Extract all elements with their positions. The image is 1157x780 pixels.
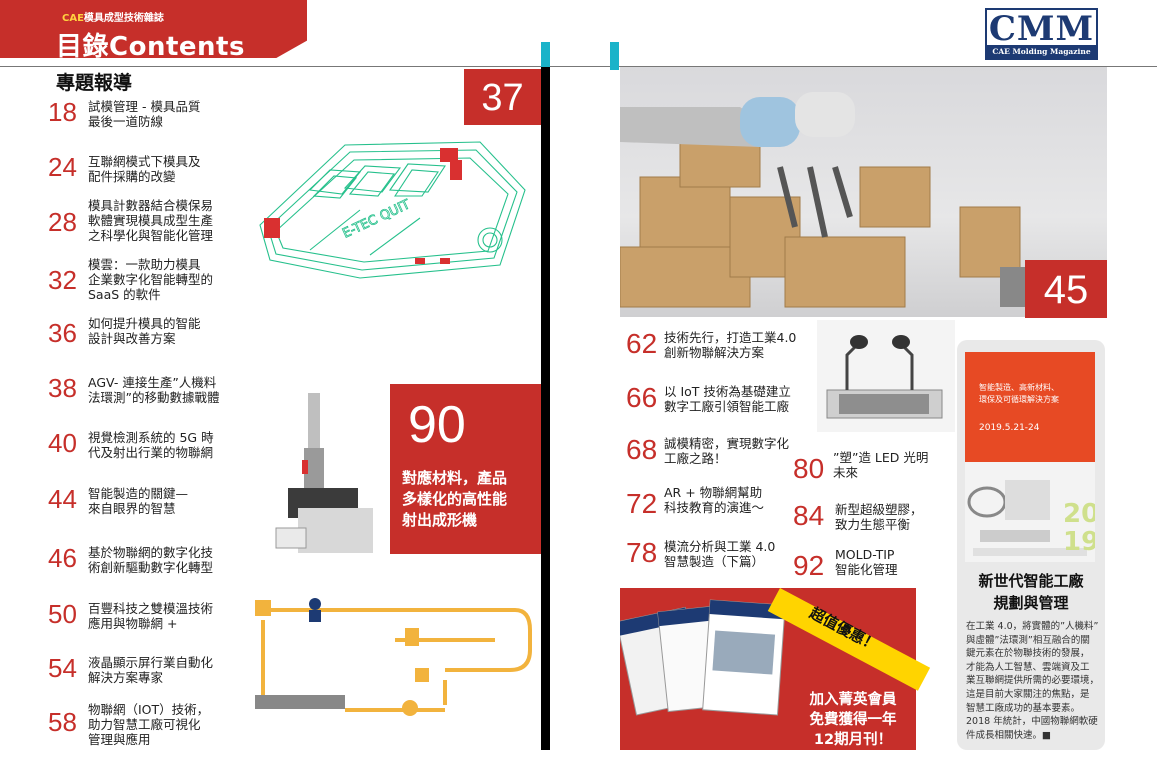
- magazine-name: CAE模具成型技術雜誌: [62, 13, 164, 24]
- toc-page-number: 92: [793, 550, 825, 581]
- cmm-logo: CMM CAE Molding Magazine: [985, 8, 1098, 60]
- toc-title: 誠模精密，實現數字化 工廠之路！: [664, 436, 790, 466]
- toc-title: 試模管理 - 模具品質 最後一道防線: [88, 99, 201, 129]
- iot-flow-diagram: [255, 598, 532, 716]
- sidebar-body: 在工業 4.0，將實體的”人機料” 與虛體”法環測”相互融合的關 鍵元素在於物聯…: [966, 621, 1100, 741]
- toc-page-number: 40: [48, 428, 77, 458]
- exhibition-poster[interactable]: 20 19 智能製造、高新材料、 環保及可循環解決方案 2019.5.21-24: [965, 352, 1099, 562]
- toc-title: 新型超級塑膠， 致力生態平衡: [835, 502, 923, 532]
- injection-machine-image: [275, 393, 373, 553]
- poster-year-2: 19: [1063, 527, 1095, 557]
- feature-90-title: 對應材料，產品 多樣化的高性能 射出成形機: [402, 469, 508, 529]
- poster-year: 20: [1063, 499, 1095, 529]
- toc-title: 以 IoT 技術為基礎建立 數字工廠引領智能工廠: [664, 384, 791, 414]
- toc-page-number: 28: [48, 207, 77, 237]
- toc-title: 如何提升模具的智能 設計與改善方案: [88, 316, 201, 346]
- toc-page-number: 18: [48, 97, 77, 127]
- toc-title: AGV- 連接生產”人機料 法環測”的移動數據戰體: [88, 375, 220, 405]
- toc-title: 模雲：一款助力模具 企業數字化智能轉型的 SaaS 的軟件: [88, 257, 214, 302]
- toc-page-number: 84: [793, 500, 825, 531]
- subscription-promo[interactable]: [620, 588, 916, 750]
- toc-page-number: 46: [48, 543, 77, 573]
- toc-title: 百豐科技之雙模溫技術 應用與物聯網 +: [88, 601, 214, 631]
- toc-title: 模流分析與工業 4.0 智慧製造（下篇）: [664, 539, 776, 569]
- toc-page-number: 62: [626, 328, 658, 359]
- page-title: 目錄Contents: [56, 32, 245, 62]
- cyan-marker-left: [541, 42, 550, 70]
- feature-37-box[interactable]: 37: [464, 69, 541, 125]
- toc-title: 物聯網（IOT）技術， 助力智慧工廠可視化 管理與應用: [88, 702, 210, 747]
- feature-90-box[interactable]: 90 對應材料，產品 多樣化的高性能 射出成形機: [390, 384, 541, 554]
- mold-drawing: E-TEC QUIT: [259, 141, 526, 279]
- toc-title: 液晶顯示屏行業自動化 解決方案專家: [88, 655, 214, 685]
- toc-page-number: 58: [48, 707, 77, 737]
- toc-title: AR + 物聯網幫助 科技教育的演進～: [664, 485, 765, 515]
- toc-title: 基於物聯網的數字化技 術創新驅動數字化轉型: [88, 545, 214, 575]
- toc-page-number: 54: [48, 653, 77, 683]
- toc-page-number: 66: [626, 382, 658, 413]
- logo-sub: CAE Molding Magazine: [987, 45, 1096, 58]
- feature-90-number: 90: [408, 396, 466, 454]
- toc-page-number: 72: [626, 488, 658, 519]
- poster-title-2: 環保及可循環解決方案: [979, 394, 1059, 404]
- led-inspection-image: [817, 320, 955, 432]
- header-rule: [0, 66, 1157, 67]
- cyan-marker-right: [610, 42, 619, 70]
- page-spine: [541, 67, 550, 750]
- toc-page-number: 38: [48, 373, 77, 403]
- toc-page-number: 68: [626, 434, 658, 465]
- sidebar-title: 新世代智能工廠 規劃與管理: [978, 572, 1084, 612]
- toc-page-number: 78: [626, 537, 658, 568]
- toc-page-number: 36: [48, 318, 77, 348]
- feature-45-box[interactable]: 45: [1025, 260, 1107, 318]
- logo-main: CMM: [988, 9, 1095, 49]
- toc-title: 視覺檢測系統的 5G 時 代及射出行業的物聯網: [88, 430, 214, 460]
- toc-title: 模具計數器結合模保易 軟體實現模具成型生產 之科學化與智能化管理: [88, 198, 214, 243]
- header-tab: [0, 0, 307, 58]
- toc-page-number: 44: [48, 484, 77, 514]
- promo-text: 加入菁英會員 免費獲得一年 12期月刊！: [809, 692, 897, 748]
- toc-title: 互聯網模式下模具及 配件採購的改變: [88, 154, 201, 184]
- toc-title: MOLD-TIP 智能化管理: [835, 547, 898, 577]
- section-title: 專題報導: [56, 72, 133, 94]
- poster-date: 2019.5.21-24: [979, 423, 1040, 433]
- toc-page-number: 32: [48, 265, 77, 295]
- poster-title-1: 智能製造、高新材料、: [979, 382, 1059, 392]
- toc-title: 技術先行，打造工業4.0 創新物聯解決方案: [664, 330, 797, 360]
- toc-title: 智能製造的關鍵— 來自眼界的智慧: [88, 486, 189, 516]
- toc-page-number: 50: [48, 599, 77, 629]
- toc-page-number: 80: [793, 453, 825, 484]
- toc-page-number: 24: [48, 152, 77, 182]
- toc-title: ”塑”造 LED 光明 未來: [833, 450, 929, 480]
- mold-label: E-TEC QUIT: [340, 197, 412, 241]
